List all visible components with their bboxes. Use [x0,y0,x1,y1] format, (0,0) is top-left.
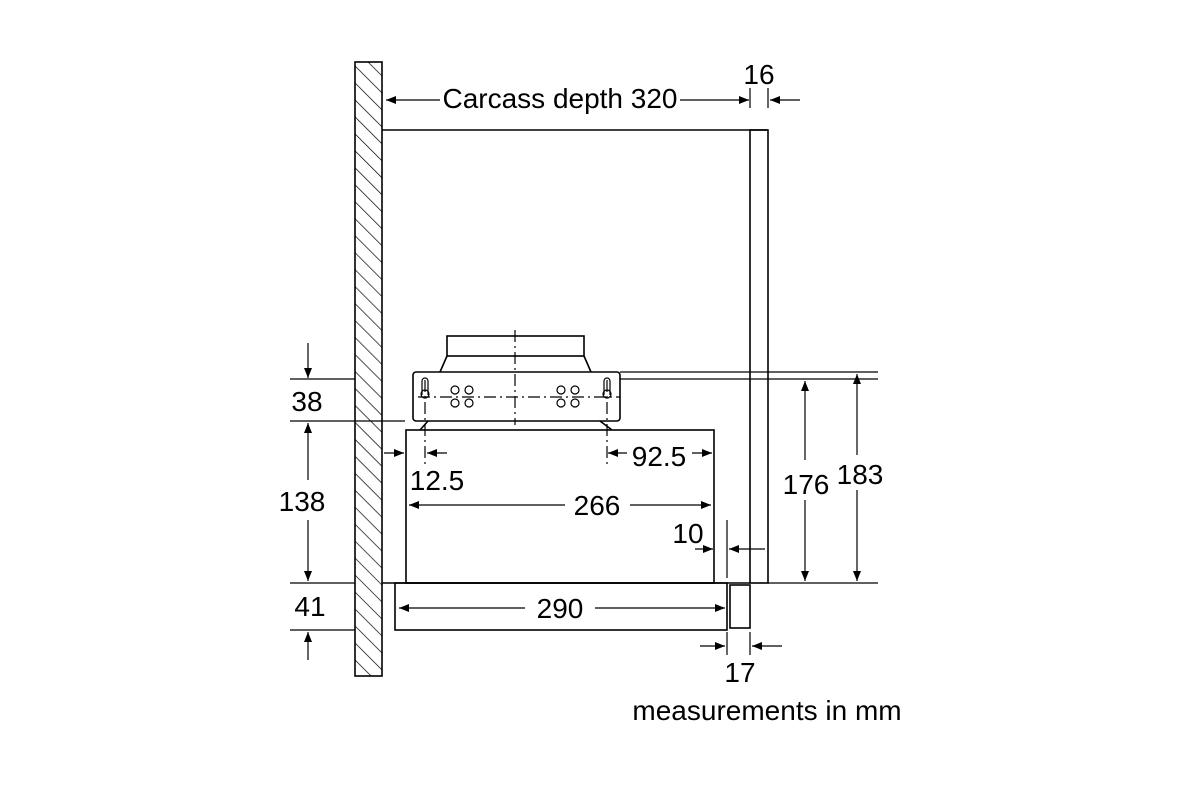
front-height-label: 41 [294,591,325,622]
keyhole-slots [420,377,612,408]
handle [729,584,751,629]
gap-label: 10 [672,518,703,549]
units-note: measurements in mm [632,695,901,726]
right-offset-label: 92.5 [632,441,687,472]
wall-hatched [354,61,383,677]
body-height-label: 138 [279,486,326,517]
extension-lines [290,88,878,655]
height-176-label: 176 [783,469,830,500]
dimension-arrows [304,96,861,660]
carcass-depth-label: Carcass depth 320 [442,83,677,114]
hood [394,330,751,631]
height-183-label: 183 [837,459,884,490]
handle-depth-label: 17 [724,657,755,688]
panel-thickness-label: 16 [743,59,774,90]
left-offset-label: 12.5 [410,465,465,496]
body-depth-label: 266 [574,490,621,521]
bracket-height-label: 38 [291,386,322,417]
front-depth-label: 290 [537,593,584,624]
